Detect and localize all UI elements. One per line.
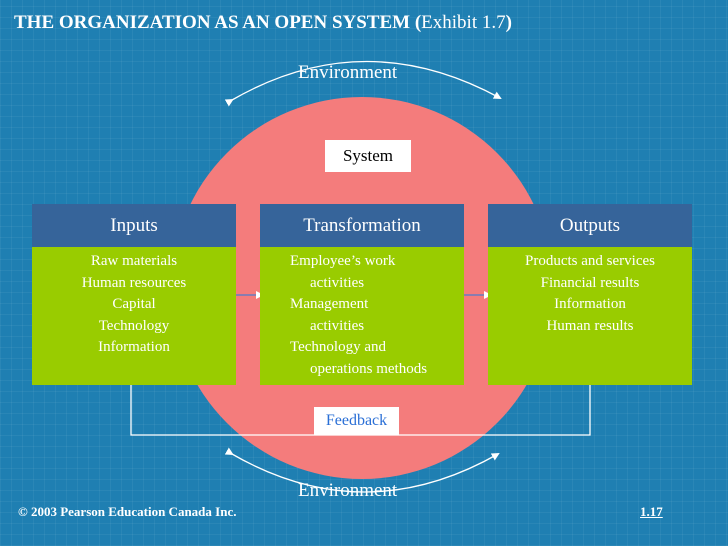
transformation-list: Employee’s work activities Management ac… [260, 247, 464, 385]
inputs-item: Human resources [81, 274, 187, 291]
inputs-item: Capital [112, 296, 156, 312]
transformation-header: Transformation [260, 204, 464, 247]
inputs-item: Technology [98, 317, 170, 334]
footer-copyright: © 2003 Pearson Education Canada Inc. [18, 504, 237, 519]
inputs-list: Raw materials Human resources Capital Te… [32, 247, 236, 385]
transformation-box: Transformation Employee’s work activitie… [260, 204, 464, 385]
outputs-header: Outputs [488, 204, 692, 247]
outputs-item: Human results [546, 317, 634, 334]
feedback-label: Feedback [314, 407, 399, 435]
transformation-item: operations methods [310, 360, 428, 377]
title-main: THE ORGANIZATION AS AN OPEN SYSTEM ( [14, 12, 422, 33]
transformation-item: activities [310, 274, 365, 291]
inputs-item: Information [98, 339, 170, 355]
outputs-item: Products and services [525, 253, 655, 269]
title-close: ) [505, 12, 512, 33]
system-label: System [325, 140, 411, 172]
title-exhibit: Exhibit 1.7 [421, 12, 506, 33]
outputs-list: Products and services Financial results … [488, 247, 692, 385]
transformation-item: Technology and [290, 339, 387, 355]
outputs-box: Outputs Products and services Financial … [488, 204, 692, 385]
environment-label-bottom: Environment [298, 480, 398, 501]
page-number: 1.17 [640, 504, 663, 519]
environment-label-top: Environment [298, 62, 398, 83]
inputs-box: Inputs Raw materials Human resources Cap… [32, 204, 236, 385]
feedback-loop [127, 354, 591, 436]
inputs-header: Inputs [32, 204, 236, 247]
environment-arc-top [224, 60, 502, 107]
transformation-item: activities [310, 317, 365, 334]
transformation-item: Management [290, 296, 369, 312]
outputs-item: Financial results [540, 274, 640, 291]
slide-title: THE ORGANIZATION AS AN OPEN SYSTEM (Exhi… [14, 12, 512, 34]
transformation-item: Employee’s work [290, 253, 396, 269]
outputs-item: Information [554, 296, 626, 312]
environment-arc-bottom [224, 447, 500, 493]
inputs-item: Raw materials [90, 253, 178, 269]
